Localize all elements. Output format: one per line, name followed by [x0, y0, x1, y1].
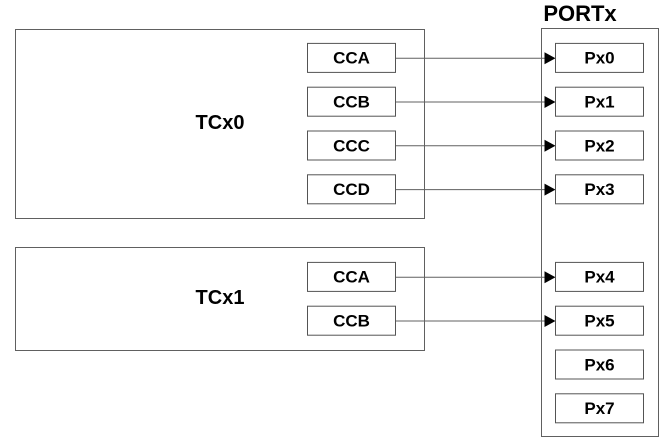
- svg-text:Px0: Px0: [584, 49, 614, 68]
- svg-text:Px1: Px1: [584, 93, 614, 112]
- svg-text:CCD: CCD: [333, 180, 370, 199]
- svg-text:CCA: CCA: [333, 49, 370, 68]
- svg-text:Px7: Px7: [584, 399, 614, 418]
- svg-text:Px6: Px6: [584, 355, 614, 374]
- svg-text:Px3: Px3: [584, 180, 614, 199]
- svg-text:CCA: CCA: [333, 268, 370, 287]
- svg-text:Px4: Px4: [584, 268, 615, 287]
- svg-text:CCB: CCB: [333, 312, 370, 331]
- svg-text:TCx0: TCx0: [196, 112, 245, 134]
- svg-text:TCx1: TCx1: [196, 287, 245, 309]
- svg-text:CCC: CCC: [333, 136, 370, 155]
- svg-text:PORTx: PORTx: [543, 1, 617, 26]
- svg-text:Px5: Px5: [584, 312, 614, 331]
- svg-text:Px2: Px2: [584, 136, 614, 155]
- svg-text:CCB: CCB: [333, 93, 370, 112]
